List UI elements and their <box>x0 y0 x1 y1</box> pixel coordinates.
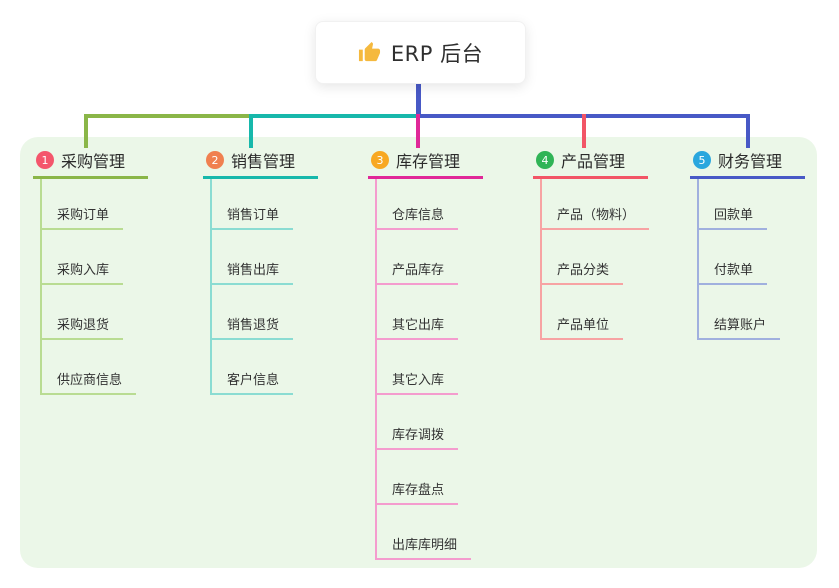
branch-underline <box>33 176 148 179</box>
branch-label: 销售管理 <box>231 152 296 171</box>
child-node[interactable]: 销售订单 <box>210 204 294 230</box>
branch-drop-line-1 <box>84 114 88 148</box>
trunk-segment-green <box>86 114 251 118</box>
child-node[interactable]: 采购订单 <box>40 204 124 230</box>
branch-child-rail <box>210 179 212 395</box>
branch-drop-line-2 <box>249 114 253 148</box>
child-node[interactable]: 回款单 <box>697 204 768 230</box>
branch-drop-line-3 <box>416 114 420 148</box>
branch-header-1[interactable]: 1 采购管理 <box>33 148 125 172</box>
branch-badge-4: 4 <box>536 151 554 169</box>
branch-header-5[interactable]: 5 财务管理 <box>690 148 782 172</box>
child-node[interactable]: 付款单 <box>697 259 768 285</box>
child-node[interactable]: 仓库信息 <box>375 204 459 230</box>
child-node[interactable]: 产品单位 <box>540 314 624 340</box>
branch-underline <box>690 176 805 179</box>
branch-header-2[interactable]: 2 销售管理 <box>203 148 295 172</box>
child-node[interactable]: 库存盘点 <box>375 479 459 505</box>
branch-label: 财务管理 <box>718 152 783 171</box>
child-node[interactable]: 产品（物料） <box>540 204 650 230</box>
root-node-label: ERP 后台 <box>390 41 484 66</box>
root-connector-line <box>416 82 421 114</box>
branch-badge-3: 3 <box>371 151 389 169</box>
child-node[interactable]: 销售退货 <box>210 314 294 340</box>
branch-badge-1: 1 <box>36 151 54 169</box>
branches-panel: 1 采购管理采购订单采购入库采购退货供应商信息 2 销售管理销售订单销售出库销售退货客… <box>20 137 817 568</box>
child-node[interactable]: 其它出库 <box>375 314 459 340</box>
branch-underline <box>533 176 648 179</box>
child-node[interactable]: 结算账户 <box>697 314 781 340</box>
branch-child-rail <box>40 179 42 395</box>
trunk-segment-teal <box>251 114 418 118</box>
branch-badge-2: 2 <box>206 151 224 169</box>
child-node[interactable]: 客户信息 <box>210 369 294 395</box>
branch-child-rail <box>540 179 542 340</box>
child-node[interactable]: 供应商信息 <box>40 369 137 395</box>
branch-badge-5: 5 <box>693 151 711 169</box>
child-node[interactable]: 采购入库 <box>40 259 124 285</box>
child-node[interactable]: 销售出库 <box>210 259 294 285</box>
branch-child-rail <box>375 179 377 560</box>
branch-underline <box>203 176 318 179</box>
branch-label: 采购管理 <box>61 152 126 171</box>
branch-header-3[interactable]: 3 库存管理 <box>368 148 460 172</box>
branch-child-rail <box>697 179 699 340</box>
branch-underline <box>368 176 483 179</box>
branch-drop-line-4 <box>582 114 586 148</box>
branch-drop-line-5 <box>746 114 750 148</box>
child-node[interactable]: 其它入库 <box>375 369 459 395</box>
branch-label: 库存管理 <box>396 152 461 171</box>
root-node-erp[interactable]: ERP 后台 <box>315 21 526 84</box>
child-node[interactable]: 产品库存 <box>375 259 459 285</box>
child-node[interactable]: 采购退货 <box>40 314 124 340</box>
child-node[interactable]: 库存调拨 <box>375 424 459 450</box>
branch-label: 产品管理 <box>561 152 626 171</box>
thumbs-up-icon <box>358 41 381 64</box>
child-node[interactable]: 出库库明细 <box>375 534 472 560</box>
child-node[interactable]: 产品分类 <box>540 259 624 285</box>
branch-header-4[interactable]: 4 产品管理 <box>533 148 625 172</box>
